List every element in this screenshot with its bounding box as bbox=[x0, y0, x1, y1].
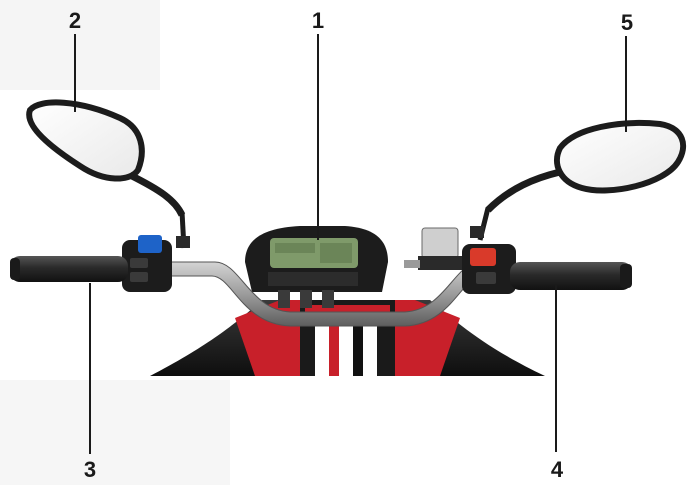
blue-switch bbox=[138, 235, 162, 253]
red-switch bbox=[470, 248, 496, 266]
left-grip bbox=[10, 256, 128, 282]
callout-1: 1 bbox=[312, 8, 324, 33]
callout-5: 5 bbox=[621, 10, 633, 35]
right-mirror bbox=[470, 120, 687, 241]
left-switch-housing bbox=[122, 235, 172, 292]
right-grip bbox=[510, 262, 632, 290]
callout-3: 3 bbox=[84, 457, 96, 482]
background-shade bbox=[0, 380, 230, 485]
instrument-panel bbox=[245, 226, 388, 308]
background-shade bbox=[0, 0, 160, 90]
left-mirror bbox=[26, 99, 190, 249]
brake-reservoir bbox=[404, 227, 462, 270]
right-switch-housing bbox=[462, 244, 516, 294]
fuel-tank bbox=[150, 300, 545, 376]
callout-2: 2 bbox=[69, 8, 81, 33]
callout-4: 4 bbox=[551, 457, 564, 482]
